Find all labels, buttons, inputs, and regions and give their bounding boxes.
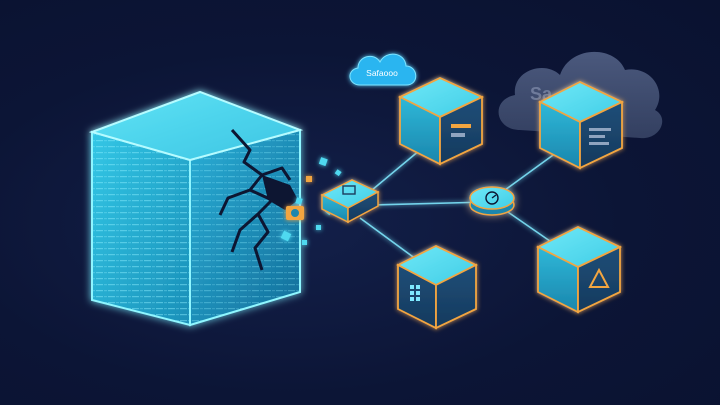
warning-node-icon — [535, 225, 623, 314]
link-bridge-document — [371, 149, 421, 191]
link-bridge-grid — [359, 217, 421, 263]
cube-fragments — [280, 157, 342, 245]
cracked-database-cube-icon — [88, 90, 304, 327]
cloud-badge-label: Safaooo — [366, 68, 398, 78]
link-bridge-hub — [371, 201, 489, 206]
migration-bridge-node-icon — [320, 179, 380, 224]
fragment-chip — [286, 206, 304, 220]
connection-lines — [359, 149, 561, 263]
hub-node-icon — [469, 186, 515, 216]
list-node-icon — [537, 80, 625, 170]
cloud-badge-icon: Safaooo — [349, 53, 417, 86]
document-node-icon — [397, 77, 485, 166]
grid-node-icon — [396, 244, 479, 330]
link-hub-list — [504, 149, 561, 191]
